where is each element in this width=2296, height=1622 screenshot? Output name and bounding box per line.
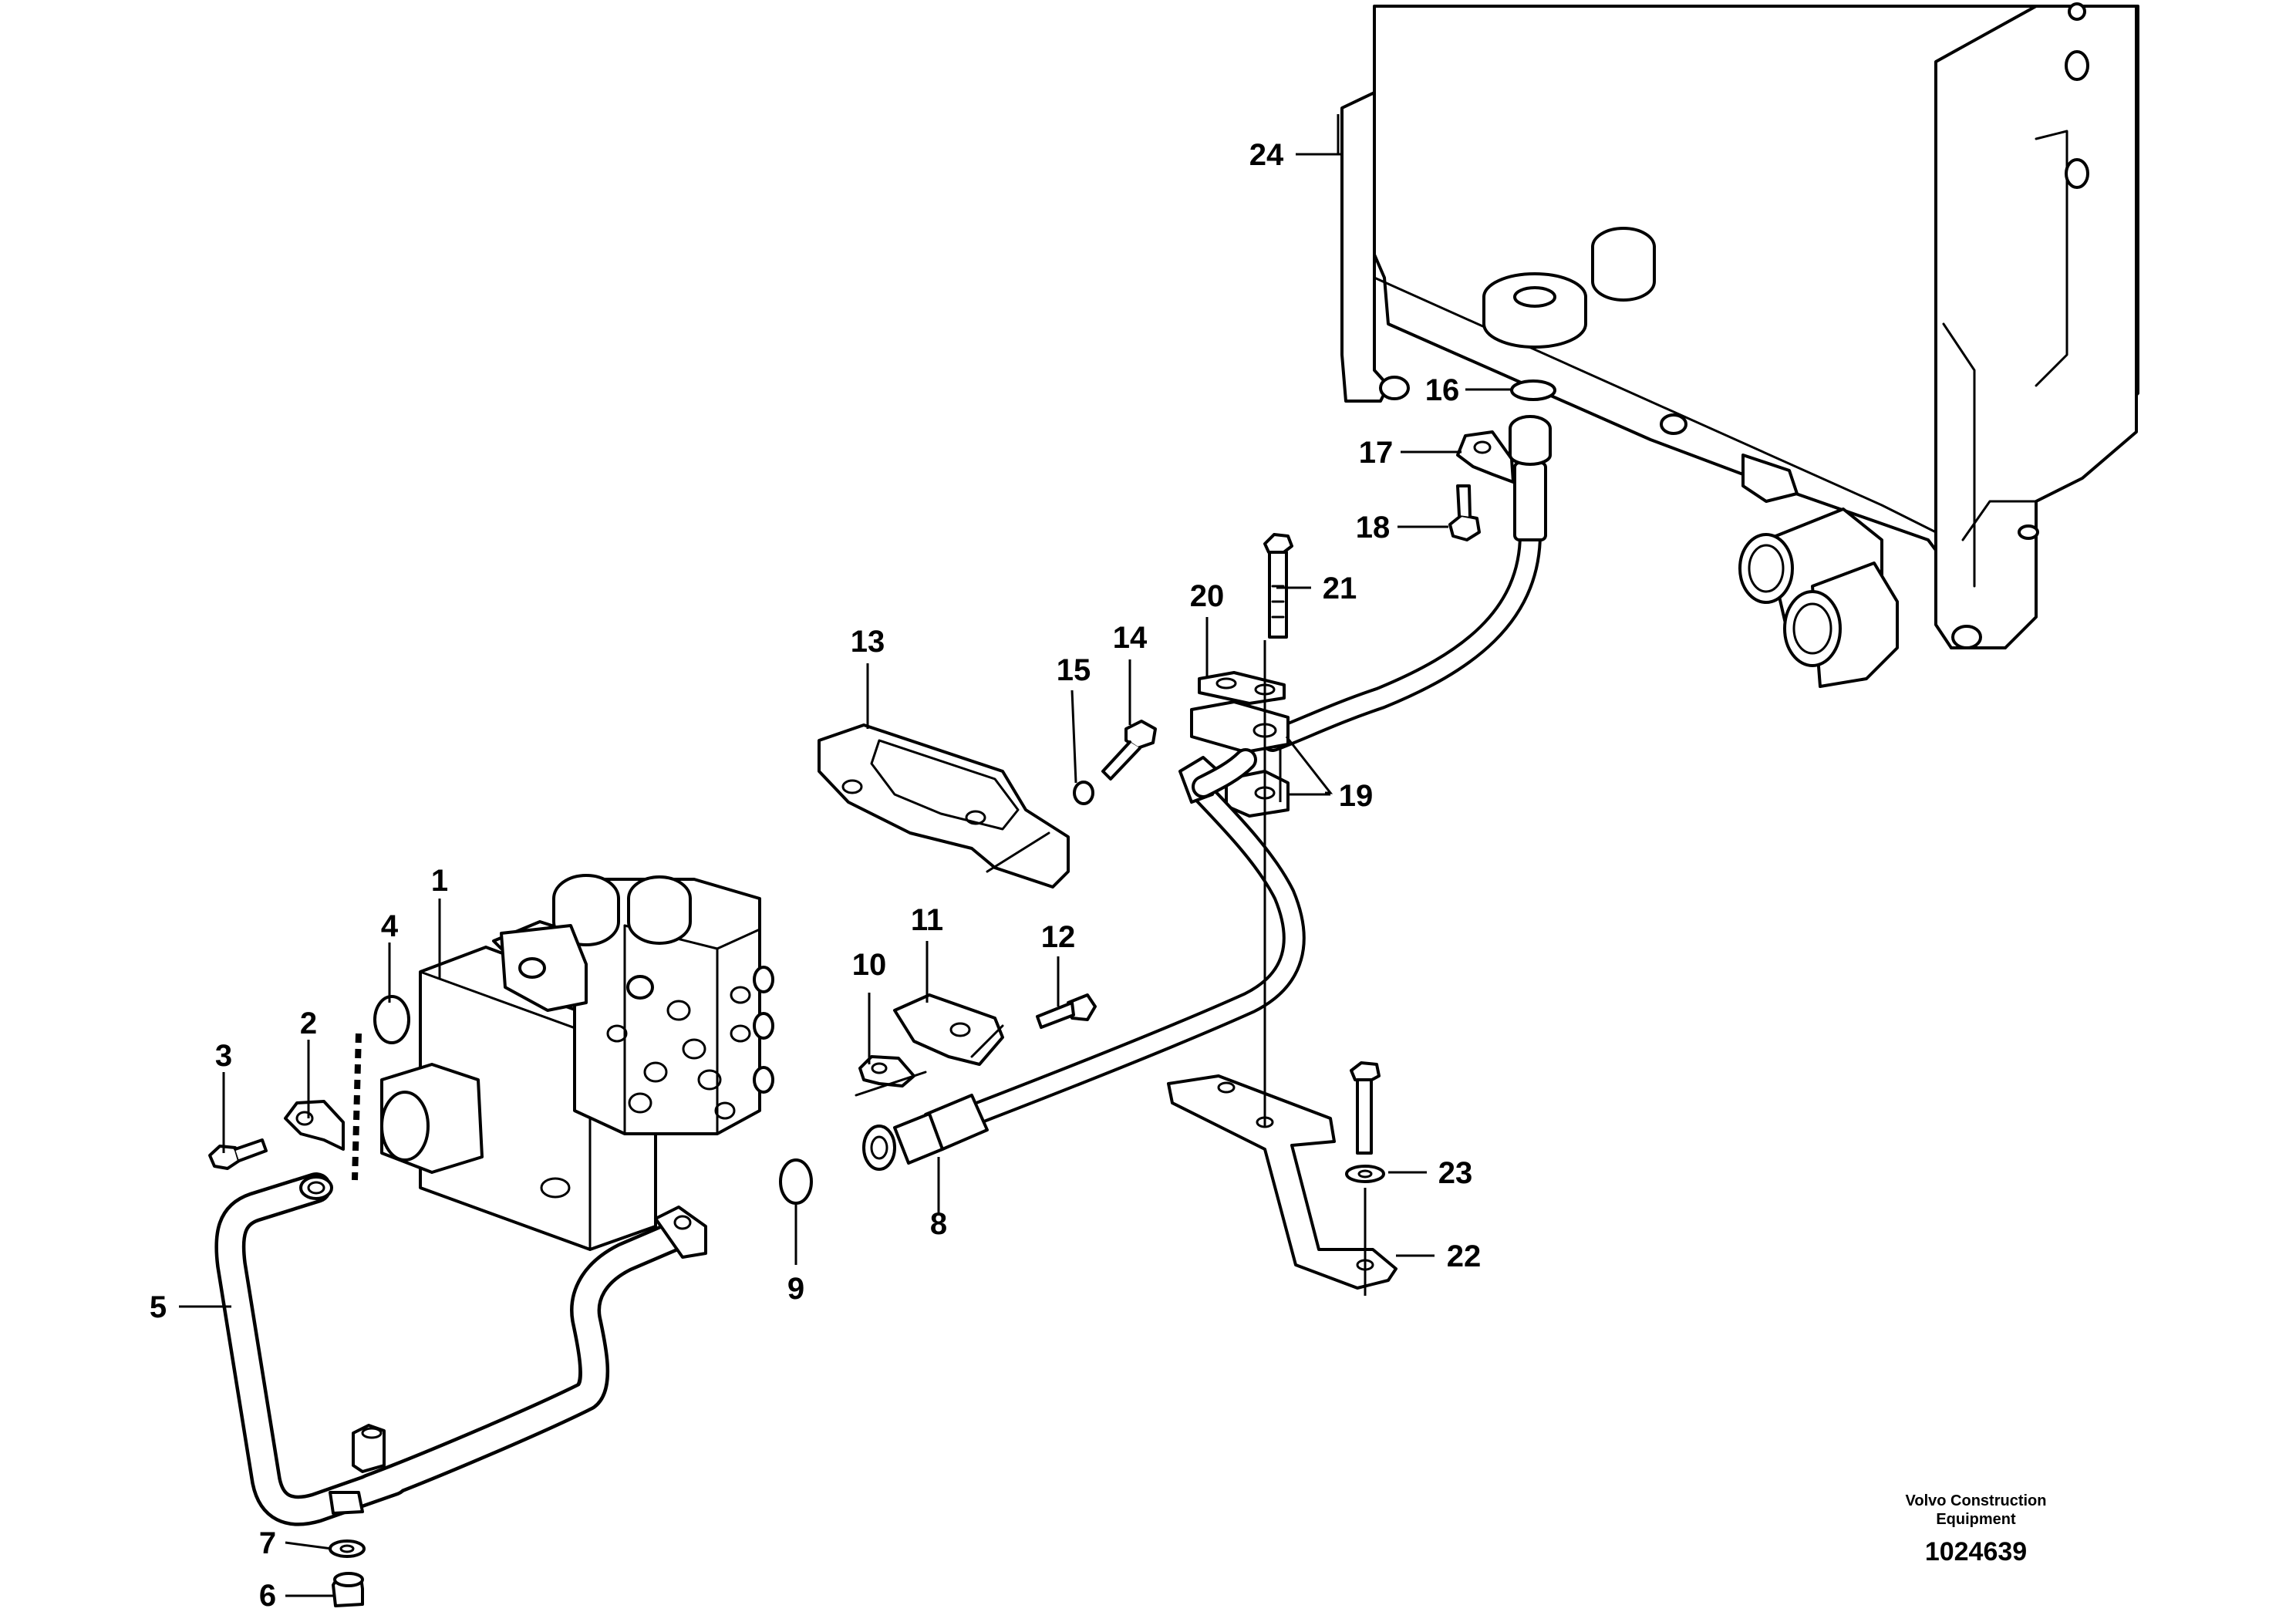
callout-2: 2	[300, 1007, 317, 1040]
callout-19: 19	[1339, 779, 1374, 813]
callout-labels: 1 2 3 4 5 6 7 8 9 10 11 12 13 14 15 16 1…	[150, 138, 1481, 1613]
bracket-13	[818, 723, 1070, 889]
callout-11: 11	[911, 903, 943, 937]
callout-4: 4	[381, 909, 399, 943]
screw-12	[1036, 993, 1097, 1029]
washer-15	[1073, 781, 1094, 805]
callout-3: 3	[215, 1039, 232, 1073]
callout-14: 14	[1113, 621, 1148, 655]
callout-6: 6	[259, 1579, 276, 1613]
callout-13: 13	[851, 625, 885, 659]
control-valve-1	[380, 874, 774, 1251]
callout-1: 1	[431, 864, 448, 898]
o-ring-9	[779, 1158, 813, 1205]
callout-23: 23	[1438, 1156, 1473, 1190]
clamp-10	[855, 1055, 927, 1097]
callout-5: 5	[150, 1290, 167, 1324]
callout-9: 9	[787, 1272, 804, 1306]
screw-3	[208, 1138, 268, 1170]
drawing-number: 1024639	[1925, 1537, 2027, 1566]
callout-16: 16	[1425, 373, 1460, 407]
steel-pipe-5	[214, 1172, 707, 1526]
washer-7	[329, 1539, 366, 1558]
callout-18: 18	[1356, 511, 1391, 545]
hose-8	[862, 748, 1306, 1171]
callout-10: 10	[852, 948, 887, 982]
callout-7: 7	[259, 1526, 276, 1560]
hydraulic-tank-assembly	[1340, 2, 2139, 688]
callout-12: 12	[1041, 920, 1076, 954]
callout-22: 22	[1447, 1239, 1482, 1273]
callout-21: 21	[1323, 572, 1357, 605]
callout-24: 24	[1249, 138, 1284, 172]
screw-14	[1101, 720, 1157, 781]
company-line-2: Equipment	[1936, 1511, 2016, 1528]
callout-20: 20	[1190, 579, 1225, 613]
screw-18	[1448, 484, 1481, 541]
callout-8: 8	[930, 1207, 947, 1241]
o-ring-16	[1510, 379, 1556, 401]
bolt-21	[1263, 533, 1293, 639]
bracket-11	[893, 993, 1004, 1066]
plug-6	[332, 1572, 364, 1607]
clamp-17	[1456, 430, 1515, 484]
o-ring-4	[373, 995, 410, 1044]
flange-half-2	[284, 1100, 345, 1151]
bolt-23	[1345, 1061, 1385, 1183]
leader-lines	[179, 114, 1512, 1597]
callout-17: 17	[1359, 436, 1394, 470]
company-line-1: Volvo Construction	[1906, 1492, 2047, 1509]
plate-20	[1198, 671, 1286, 705]
branding-block: Volvo Construction Equipment 1024639	[1906, 1492, 2047, 1566]
dashed-alignment-line	[352, 1033, 362, 1181]
callout-15: 15	[1057, 653, 1091, 687]
